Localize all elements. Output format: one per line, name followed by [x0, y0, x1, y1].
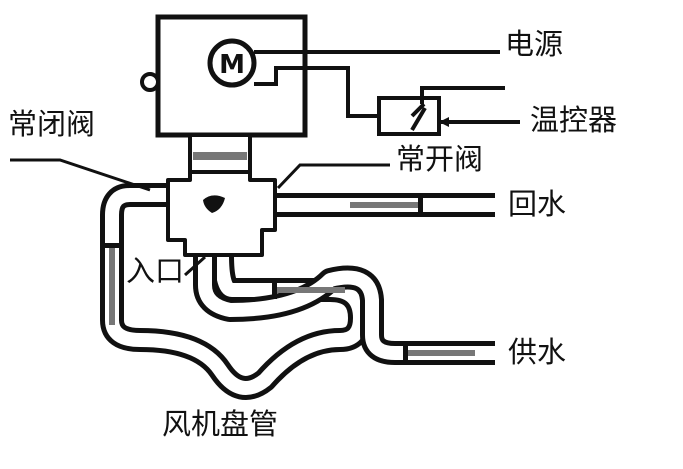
inlet-leader [183, 255, 207, 277]
no-valve-leader [276, 163, 390, 190]
motor-wire [254, 66, 412, 118]
thermostat-box [377, 96, 441, 136]
motor-icon [207, 38, 257, 88]
return-flow-marker [350, 202, 420, 208]
valve-body [166, 170, 277, 257]
supply-flow-marker [405, 350, 475, 356]
power-label: 电源 [505, 27, 564, 61]
return-water-label: 回水 [508, 187, 567, 221]
inlet-label: 入口 [126, 254, 185, 288]
arrow-head [439, 117, 449, 127]
stem-seal [193, 152, 247, 160]
flow-stop [103, 243, 121, 248]
flow-stop [272, 281, 277, 299]
coil-flow-marker [275, 287, 345, 293]
supply-water-label: 供水 [508, 335, 567, 369]
thermostat-switch [410, 86, 505, 132]
flow-stop [403, 344, 408, 362]
nc-valve-leader [10, 158, 151, 192]
motor-label: M [219, 50, 245, 80]
fan-coil-label: 风机盘管 [162, 407, 279, 441]
valve-core [203, 195, 225, 213]
flow-stop [418, 196, 423, 214]
normally-open-valve-label: 常开阀 [396, 142, 484, 176]
actuator-knob [140, 72, 160, 92]
coil-left-marker [109, 245, 115, 325]
normally-closed-valve-label: 常闭阀 [8, 107, 96, 141]
thermostat-label: 温控器 [530, 103, 618, 137]
